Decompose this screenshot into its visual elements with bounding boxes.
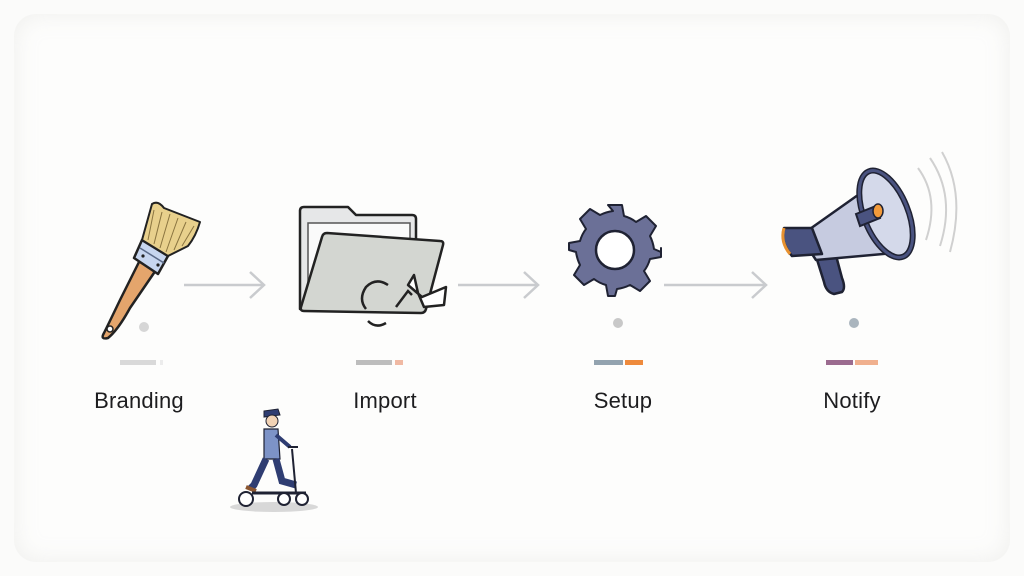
step-indicator-dot — [613, 318, 623, 328]
step-indicator-dot — [849, 318, 859, 328]
megaphone-icon — [781, 151, 958, 296]
step-label-setup: Setup — [593, 388, 653, 413]
step-label-branding: Branding — [94, 388, 184, 413]
progress-segment — [356, 360, 392, 365]
step-label-import: Import — [353, 388, 417, 413]
step-import — [296, 205, 451, 335]
progress-segment — [395, 360, 403, 365]
scooter-figure — [228, 405, 320, 515]
step-label-notify: Notify — [823, 388, 881, 413]
progress-segment — [625, 360, 643, 365]
folder-import-icon — [298, 205, 448, 327]
arrow-right-icon — [458, 271, 540, 299]
progress-segment — [160, 360, 163, 365]
progress-segment — [120, 360, 156, 365]
progress-segment — [855, 360, 878, 365]
step-notify — [772, 148, 962, 308]
person-on-knee-scooter-icon — [230, 408, 318, 512]
progress-segment — [826, 360, 853, 365]
gear-icon — [568, 204, 662, 297]
step-indicator-dot — [139, 322, 149, 332]
progress-segment — [594, 360, 623, 365]
arrow-right-icon — [184, 271, 266, 299]
arrow-right-icon — [664, 271, 768, 299]
paintbrush-icon — [101, 201, 201, 340]
step-branding — [90, 190, 210, 340]
step-setup — [568, 203, 662, 297]
